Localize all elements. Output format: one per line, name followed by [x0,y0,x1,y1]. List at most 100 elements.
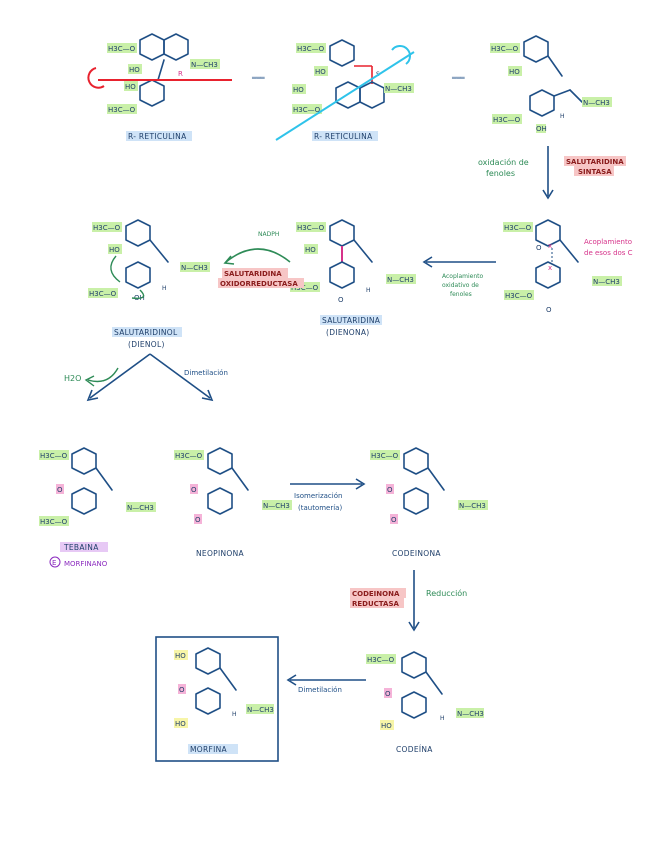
n-ch3-label: N—CH3 [387,276,414,284]
pink-note-line1: Acoplamiento [584,238,632,246]
step1-note-line1: oxidación de [478,157,529,167]
h-label: H [366,287,371,294]
pink-note-line2: de esos dos C [584,249,633,257]
h3co-label: H3C—O [40,452,68,460]
h3co-label: H3C—O [493,116,521,124]
salutaridinol-structure: H3C—O HO N—CH3 H H3C—O OH [88,219,210,302]
ho-label: HO [509,68,520,76]
h3co-label: H3C—O [297,45,325,53]
o-label: O [57,486,63,494]
r-mark: R [178,70,183,78]
h3co-label: H3C—O [89,290,117,298]
morfinano-marker-letter: E [52,559,56,567]
morfina-box [155,636,279,762]
ho-label: HO [125,83,136,91]
arrow-to-tebaina [89,353,151,399]
n-ch3-label: N—CH3 [583,99,610,107]
h3co-label: H3C—O [367,656,395,664]
h3co-label: H3C—O [93,224,121,232]
reticulina-middle-caption: R- RETICULINA [314,132,373,141]
n-ch3-label: N—CH3 [457,710,484,718]
x-mark: x [548,242,552,250]
ho-label: HO [175,652,186,660]
h3co-label: H3C—O [297,224,325,232]
o-label: O [536,244,542,252]
tebaina-caption: TEBAINA [63,543,99,552]
reticulina-left-caption: R- RETICULINA [128,132,187,141]
h-label: H [560,113,565,120]
isomerization-line2: (tautomería) [298,504,342,512]
neopinona-structure: H3C—O O N—CH3 O [174,447,292,524]
codeinona-caption: CODEINONA [392,549,441,558]
ho-label: HO [305,246,316,254]
h3co-label: H3C—O [175,452,203,460]
h-label: H [232,711,237,718]
salutaridina-structure: H3C—O HO N—CH3 H H3C—O O [290,219,416,304]
ho-label: HO [381,722,392,730]
oh-label: OH [536,125,547,133]
coupling-arrow-line2: oxidativo de [442,282,479,289]
nadph-label: NADPH [258,231,279,238]
morfina-structure: HO O N—CH3 H HO [174,647,274,728]
step1-note-line2: fenoles [486,169,515,178]
ho-label: HO [109,246,120,254]
salutaridina-sub: (DIENONA) [326,328,370,337]
o-label: O [391,516,397,524]
equals-sign: ═══ [251,74,265,82]
morfina-caption: MORFINA [190,745,228,754]
n-ch3-label: N—CH3 [191,61,218,69]
dimetilacion-morfina-label: Dimetilación [298,686,342,694]
coupling-intermediate-structure: H3C—O O x x N—CH3 H3C—O O [503,219,622,314]
ho-label: HO [315,68,326,76]
o-label: O [546,306,552,314]
n-ch3-label: N—CH3 [127,504,154,512]
h3co-label: H3C—O [505,292,533,300]
codeina-structure: H3C—O O N—CH3 H HO [366,651,484,730]
tebaina-structure: H3C—O O N—CH3 H3C—O [39,447,156,526]
x-mark: x [548,264,552,272]
reductasa-line2: OXIDORREDUCTASA [220,280,298,288]
ho-label: HO [129,66,140,74]
h3co-label: H3C—O [108,45,136,53]
h3co-label: H3C—O [491,45,519,53]
salutaridinol-sub: (DIENOL) [128,340,165,349]
reticulina-middle-structure: H3C—O HO S HO N—CH3 H3C—O [275,39,415,141]
h3co-label: H3C—O [40,518,68,526]
h-label: H [440,715,445,722]
h3co-label: H3C—O [108,106,136,114]
coupling-arrow-line3: fenoles [450,291,472,298]
isomerization-line1: Isomerización [294,492,342,500]
codeina-caption: CODEÍNA [396,745,433,754]
ho-label: HO [293,86,304,94]
codeinona-reductasa-line2: REDUCTASA [352,600,399,608]
salutaridina-caption: SALUTARIDINA [322,316,381,325]
coupling-arrow-line1: Acoplamiento [442,273,483,280]
o-label: O [385,690,391,698]
water-label: H2O [64,374,81,383]
arrow-to-neopinona [149,353,211,399]
neopinona-caption: NEOPINONA [196,549,245,558]
n-ch3-label: N—CH3 [247,706,274,714]
ho-label: HO [175,720,186,728]
h3co-label: H3C—O [371,452,399,460]
reduccion-label: Reducción [426,588,467,598]
h-label: H [162,285,167,292]
codeinona-reductasa-line1: CODEINONA [352,590,400,598]
salutaridina-sintasa-line1: SALUTARIDINA [566,158,624,166]
o-label: O [195,516,201,524]
n-ch3-label: N—CH3 [181,264,208,272]
o-label: O [387,486,393,494]
morfinano-marker [49,556,61,568]
salutaridina-sintasa-line2: SINTASA [578,168,612,176]
reductasa-line1: SALUTARIDINA [224,270,282,278]
o-label: O [179,686,185,694]
h3co-label: H3C—O [291,284,319,292]
morfinano-label: MORFINANO [64,560,108,568]
reticulina-rotated-structure: H3C—O HO N—CH3 H H3C—O OH [490,35,612,133]
nadph-arrow [225,248,291,263]
n-ch3-label: N—CH3 [385,85,412,93]
dimetilacion-label: Dimetilación [184,369,228,377]
n-ch3-label: N—CH3 [263,502,290,510]
n-ch3-label: N—CH3 [459,502,486,510]
